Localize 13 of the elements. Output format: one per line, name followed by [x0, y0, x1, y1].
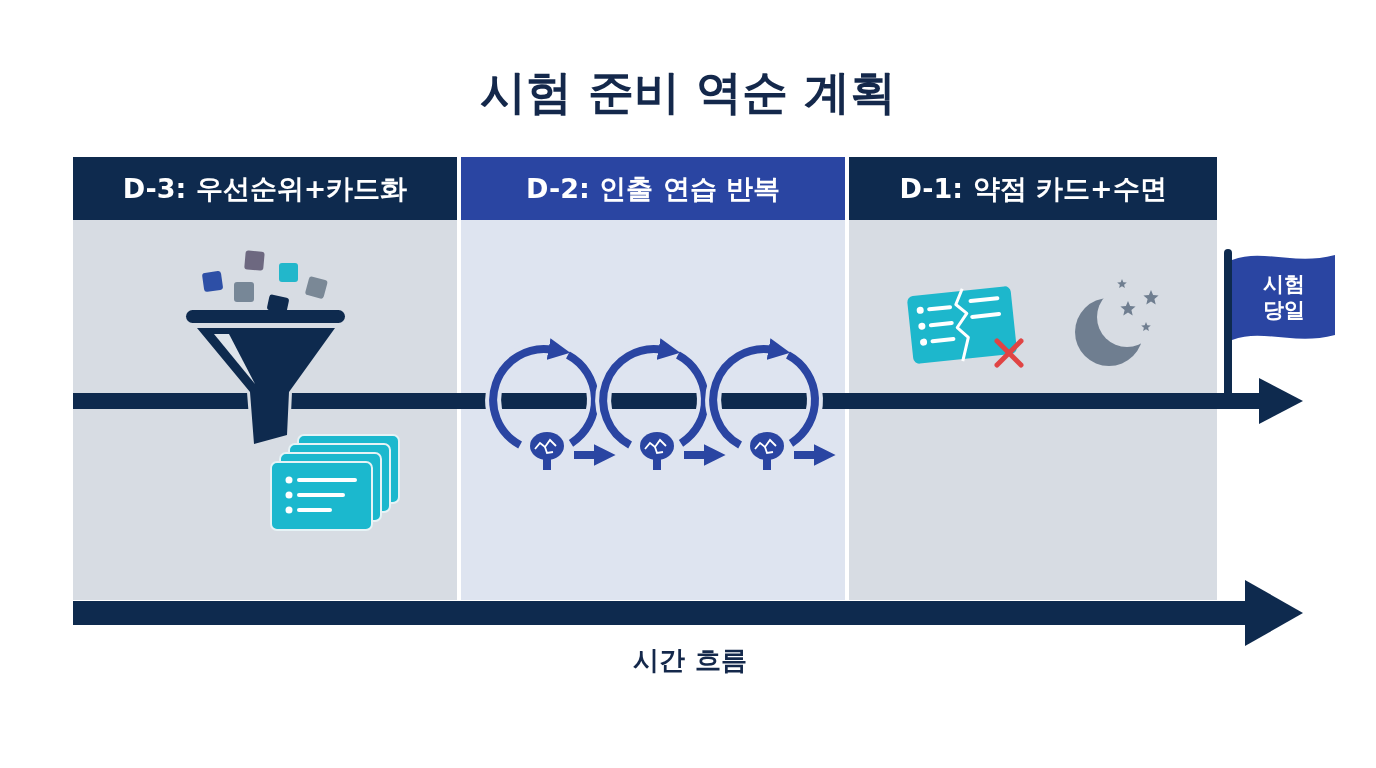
axis-label: 시간 흐름 [633, 645, 747, 677]
column-panel [461, 157, 845, 600]
timeline-segment [461, 393, 849, 409]
flag-label: 시험 당일 [1261, 270, 1306, 324]
timeline-segment [73, 393, 461, 409]
timeline-arrow [849, 378, 1303, 424]
column-header: D-3: 우선순위+카드화 [73, 157, 457, 220]
flag [1232, 252, 1335, 342]
column-header: D-2: 인출 연습 반복 [461, 157, 845, 220]
column-panel [849, 157, 1217, 600]
column-panel [73, 157, 457, 600]
column-header: D-1: 약점 카드+수면 [849, 157, 1217, 220]
diagram-title: 시험 준비 역순 계획 [480, 66, 896, 119]
